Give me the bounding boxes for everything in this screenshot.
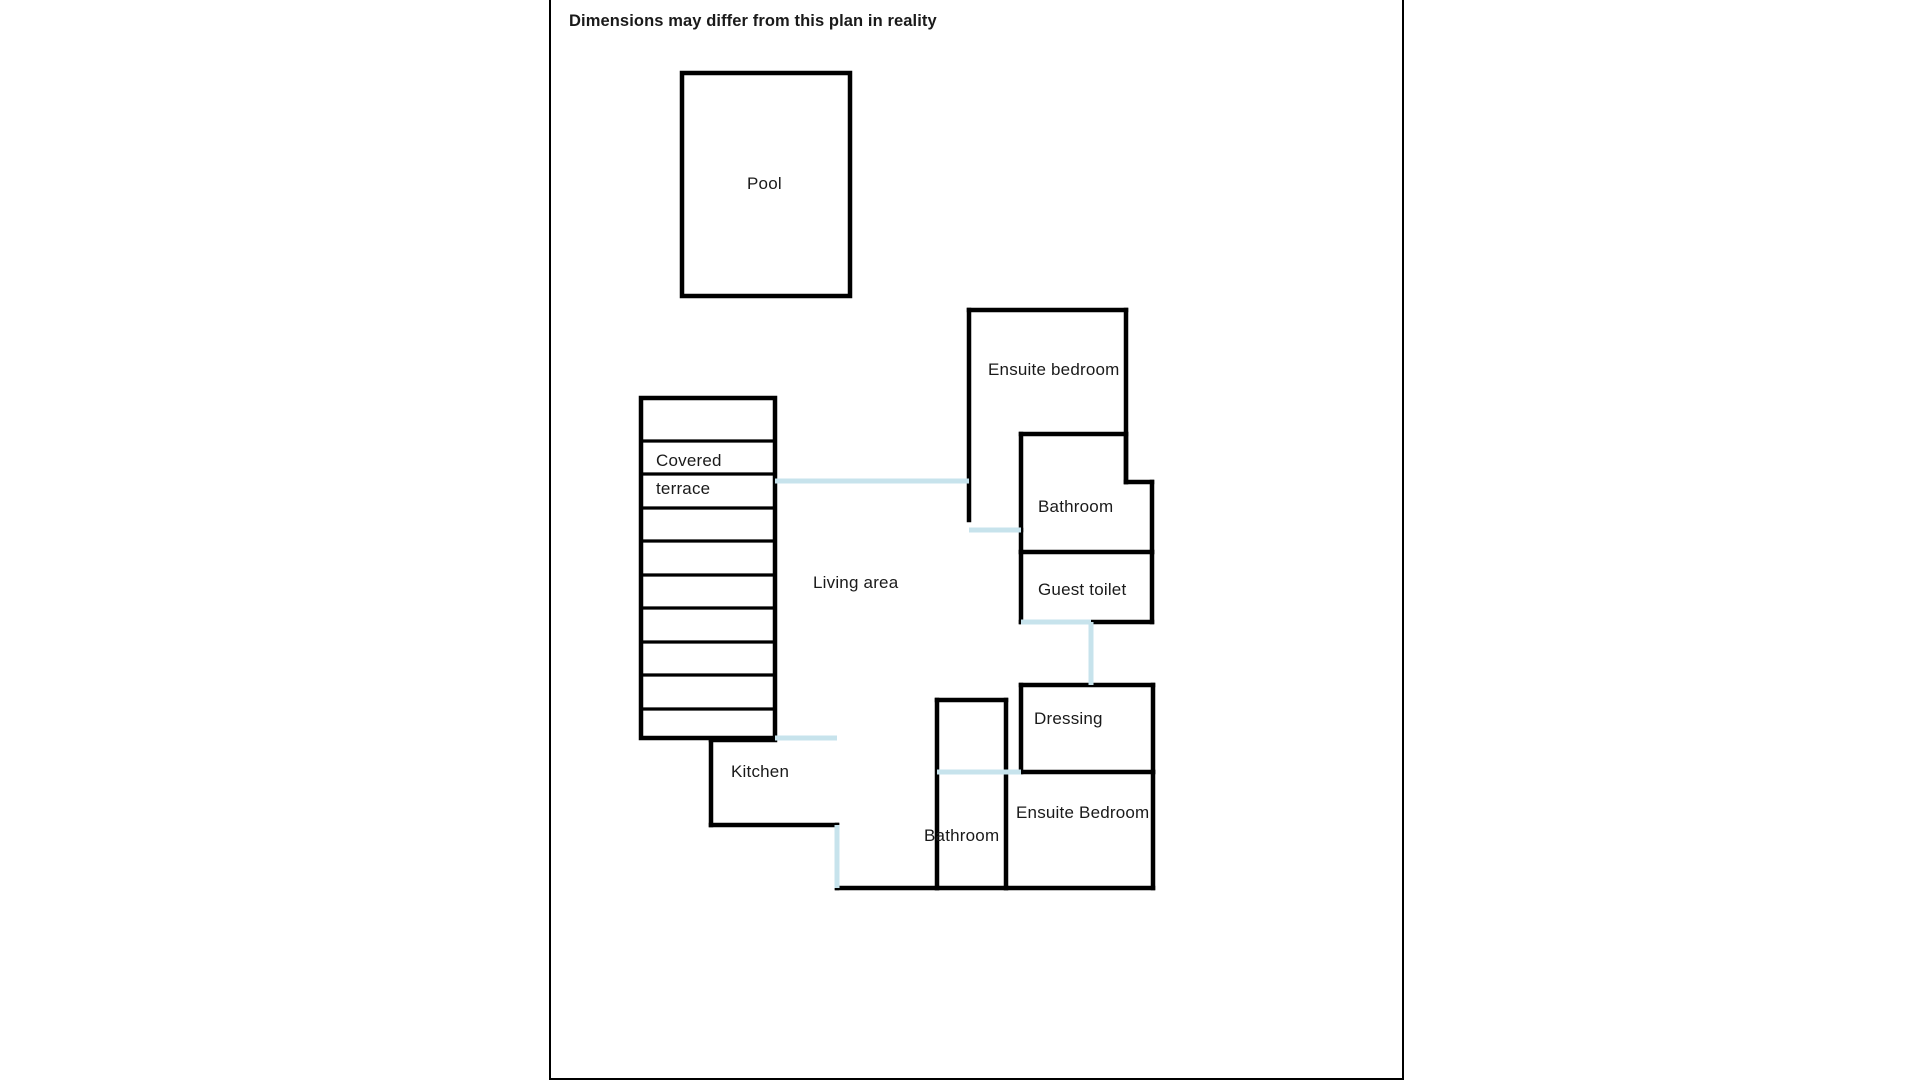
floor-plan-drawing: Pool Covered terrace Living area <box>638 70 1156 891</box>
pool-label: Pool <box>747 174 782 193</box>
room-dressing: Dressing <box>1018 682 1156 775</box>
room-covered-terrace: Covered terrace <box>638 395 778 741</box>
guest-toilet-label: Guest toilet <box>1038 580 1126 599</box>
ensuite-bedroom-bottom-label: Ensuite Bedroom <box>1016 803 1149 822</box>
floor-plan-frame: Dimensions may differ from this plan in … <box>549 0 1404 1080</box>
room-bathroom-bottom: Bathroom <box>924 697 1009 891</box>
living-area-label: Living area <box>813 573 899 592</box>
room-kitchen: Kitchen <box>708 737 940 891</box>
room-guest-toilet: Guest toilet <box>1018 549 1155 625</box>
room-living-area: Living area <box>813 573 899 592</box>
room-pool: Pool <box>679 70 853 299</box>
kitchen-label: Kitchen <box>731 762 789 781</box>
dressing-label: Dressing <box>1034 709 1103 728</box>
door-openings <box>775 478 1094 888</box>
room-ensuite-bedroom-top: Ensuite bedroom <box>966 307 1129 523</box>
bathroom-bottom-label: Bathroom <box>924 826 999 845</box>
covered-terrace-outline <box>638 395 778 741</box>
pool-outline <box>679 70 853 299</box>
covered-terrace-label-line2: terrace <box>656 479 710 498</box>
room-bathroom-top: Bathroom <box>1018 431 1155 555</box>
room-ensuite-bedroom-bottom: Ensuite Bedroom <box>1003 769 1156 891</box>
dimensions-disclaimer-note: Dimensions may differ from this plan in … <box>569 12 937 30</box>
ensuite-bedroom-top-label: Ensuite bedroom <box>988 360 1120 379</box>
covered-terrace-label-line1: Covered <box>656 451 722 470</box>
bathroom-top-label: Bathroom <box>1038 497 1113 516</box>
